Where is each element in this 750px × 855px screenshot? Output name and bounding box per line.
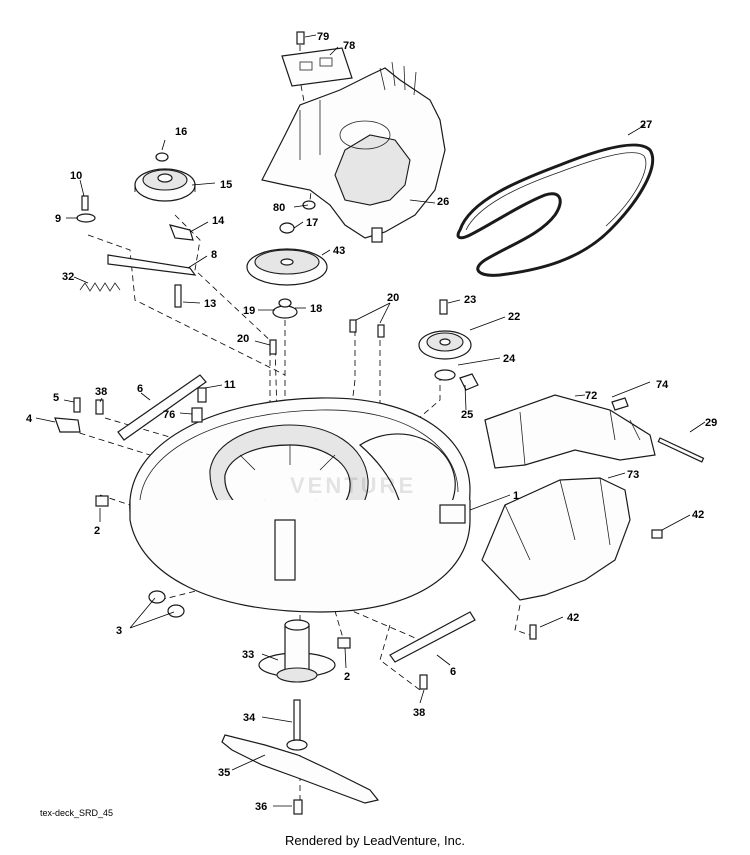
callout: 2 <box>94 525 100 537</box>
callout: 6 <box>450 666 456 678</box>
callout: 5 <box>53 392 59 404</box>
washer <box>76 213 96 223</box>
callout: 26 <box>437 196 449 208</box>
blade-bolt <box>293 799 303 815</box>
callout: 23 <box>464 294 476 306</box>
bolt-38 <box>95 399 104 415</box>
callout-labels: 79 78 16 15 10 9 14 8 32 13 17 43 80 26 … <box>26 31 717 813</box>
callout: 42 <box>692 509 704 521</box>
nut-3 <box>148 590 166 604</box>
nut <box>302 200 316 210</box>
watermark: VENTURE <box>290 473 417 498</box>
callout: 76 <box>163 409 175 421</box>
bracket <box>169 224 194 241</box>
bolt <box>174 284 182 308</box>
discharge-chute <box>481 477 631 601</box>
mower-deck-housing <box>129 397 471 613</box>
callout: 38 <box>95 386 107 398</box>
callout: 3 <box>116 625 122 637</box>
deck-link-6 <box>117 374 207 441</box>
callout: 13 <box>204 298 216 310</box>
nut <box>155 152 169 162</box>
callout: 20 <box>237 333 249 345</box>
callout: 72 <box>585 390 597 402</box>
washer <box>434 369 456 381</box>
callout: 79 <box>317 31 329 43</box>
callout: 6 <box>137 383 143 395</box>
callout: 38 <box>413 707 425 719</box>
callout: 17 <box>306 217 318 229</box>
idler-pulley <box>134 168 196 202</box>
callout: 42 <box>567 612 579 624</box>
drive-belt <box>456 143 655 277</box>
spindle-shaft <box>293 699 301 741</box>
callout: 8 <box>211 249 217 261</box>
callout: 18 <box>310 303 322 315</box>
rod <box>657 437 705 463</box>
bolt-11 <box>197 387 207 403</box>
deck-cover <box>261 61 446 243</box>
drive-pulley <box>246 248 328 286</box>
diagram-code: tex-deck_SRD_45 <box>40 808 114 818</box>
nut <box>279 222 295 234</box>
mower-blade <box>221 734 380 804</box>
screw <box>296 31 305 45</box>
callout: 22 <box>508 311 520 323</box>
bushing-76 <box>191 407 203 423</box>
bolt-20 <box>349 319 357 333</box>
bushing-2 <box>337 637 351 649</box>
bolt-20 <box>269 339 277 355</box>
callout: 10 <box>70 170 82 182</box>
callout: 73 <box>627 469 639 481</box>
bolt-38 <box>419 674 428 690</box>
callout: 1 <box>513 490 519 502</box>
callout: 11 <box>224 379 236 391</box>
nut <box>278 298 292 308</box>
callout: 4 <box>26 413 33 425</box>
footer-credit: Rendered by LeadVenture, Inc. <box>285 833 465 848</box>
bracket-4 <box>54 417 81 433</box>
callout: 24 <box>503 353 516 365</box>
washer <box>272 305 298 319</box>
callout: 29 <box>705 417 717 429</box>
callout: 9 <box>55 213 61 225</box>
mulch-chute <box>484 394 656 469</box>
nut-3 <box>167 604 185 618</box>
callout: 35 <box>218 767 230 779</box>
callout: 2 <box>344 671 350 683</box>
callout: 80 <box>273 202 285 214</box>
bracket-25 <box>459 373 479 391</box>
bushing-2 <box>95 495 109 507</box>
spindle-assembly <box>258 619 336 683</box>
callout: 74 <box>656 379 669 391</box>
bolt <box>439 299 448 315</box>
callout: 27 <box>640 119 652 131</box>
bolt-20 <box>377 324 385 338</box>
idler-pulley-flat <box>418 330 472 360</box>
bolt-42 <box>529 624 537 640</box>
spring-clip <box>611 397 629 411</box>
callout: 15 <box>220 179 232 191</box>
callout: 78 <box>343 40 355 52</box>
bolt-42 <box>651 529 663 539</box>
callout: 36 <box>255 801 267 813</box>
deck-link-6 <box>389 611 476 663</box>
idler-arm <box>107 254 197 276</box>
bolt-5 <box>73 397 81 413</box>
callout: 25 <box>461 409 473 421</box>
tension-spring <box>79 282 121 292</box>
callout: 33 <box>242 649 254 661</box>
callout: 19 <box>243 305 255 317</box>
callout: 14 <box>212 215 225 227</box>
callout-leaders <box>35 34 706 807</box>
callout: 16 <box>175 126 187 138</box>
callout: 20 <box>387 292 399 304</box>
callout: 32 <box>62 271 74 283</box>
bolt <box>81 195 89 211</box>
callout: 34 <box>243 712 256 724</box>
spindle-pulley <box>286 739 308 751</box>
plate <box>281 47 353 87</box>
callout: 43 <box>333 245 345 257</box>
